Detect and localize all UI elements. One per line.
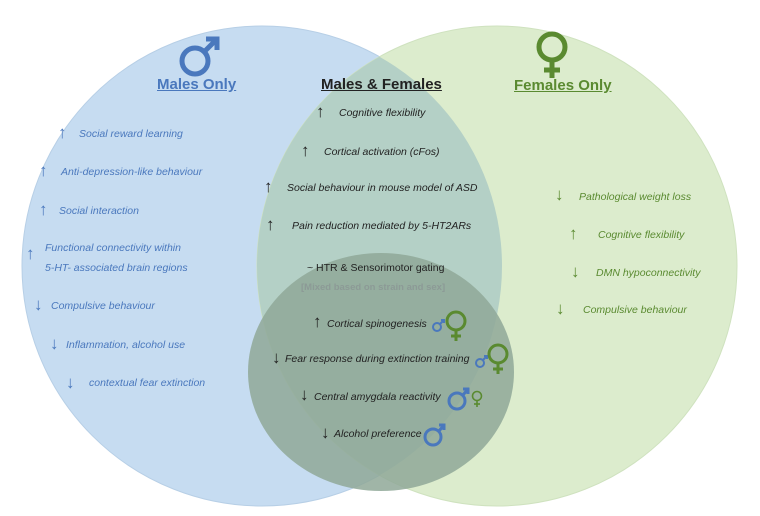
males-only-header: Males Only [157,76,237,93]
female-symbol-icon [487,343,509,374]
females-only-item: Compulsive behaviour [583,304,687,316]
male-symbol-icon [447,387,470,411]
females-only-item: Pathological weight loss [579,191,692,203]
mixed-item: Central amygdala reactivity [314,391,441,403]
up-arrow-icon: ↑ [313,312,322,331]
up-arrow-icon: ↑ [58,123,67,142]
up-arrow-icon: ↑ [39,200,48,219]
both-item: Social behaviour in mouse model of ASD [287,182,478,194]
females-only-header: Females Only [514,77,612,94]
mixed-item: Cortical spinogenesis [327,318,427,330]
males-only-item-line2: 5-HT- associated brain regions [45,262,188,274]
males-only-item: Social reward learning [79,128,183,140]
mixed-subtitle: [Mixed based on strain and sex] [301,282,446,293]
females-only-item: DMN hypoconnectivity [596,267,701,279]
both-sexes-header: Males & Females [321,76,442,93]
male-symbol-icon [179,36,220,77]
down-arrow-icon: ↓ [66,373,75,392]
mixed-title: ~ HTR & Sensorimotor gating [307,262,445,274]
both-item: Pain reduction mediated by 5-HT2ARs [292,220,472,232]
mixed-item: Fear response during extinction training [285,353,470,365]
female-symbol-icon [536,31,568,78]
males-only-item: Inflammation, alcohol use [66,339,186,351]
up-arrow-icon: ↑ [316,102,325,121]
down-arrow-icon: ↓ [300,385,309,404]
down-arrow-icon: ↓ [556,299,565,318]
down-arrow-icon: ↓ [571,262,580,281]
males-only-item: Compulsive behaviour [51,300,155,312]
down-arrow-icon: ↓ [272,348,281,367]
up-arrow-icon: ↑ [569,224,578,243]
males-only-item: contextual fear extinction [89,377,206,389]
males-only-item: Anti-depression-like behaviour [61,166,203,178]
up-arrow-icon: ↑ [266,215,275,234]
males-only-item: Social interaction [59,205,139,217]
up-arrow-icon: ↑ [26,244,35,263]
both-item: Cognitive flexibility [339,107,426,119]
up-arrow-icon: ↑ [264,177,273,196]
down-arrow-icon: ↓ [555,185,564,204]
male-symbol-icon [432,319,445,332]
up-arrow-icon: ↑ [301,141,310,160]
male-symbol-icon [475,355,488,368]
females-only-item: Cognitive flexibility [598,229,685,241]
male-symbol-icon [423,423,446,447]
mixed-region [248,253,514,491]
female-symbol-icon [471,390,483,407]
down-arrow-icon: ↓ [50,334,59,353]
up-arrow-icon: ↑ [39,161,48,180]
down-arrow-icon: ↓ [321,423,330,442]
female-symbol-icon [445,310,467,341]
males-only-item: Functional connectivity within [45,242,181,254]
down-arrow-icon: ↓ [34,295,43,314]
mixed-item: Alcohol preference [334,428,422,440]
both-item: Cortical activation (cFos) [324,146,440,158]
